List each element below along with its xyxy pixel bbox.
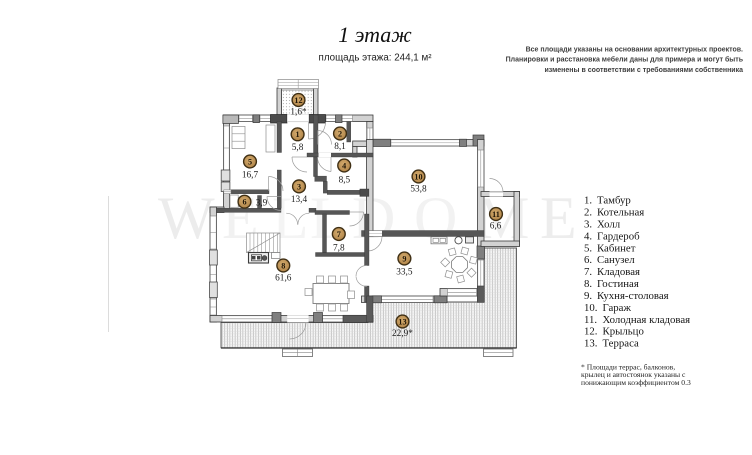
svg-text:10: 10: [414, 172, 422, 181]
svg-text:* Площади террас, балконов,: * Площади террас, балконов,: [581, 362, 675, 371]
svg-text:крылец и автостоянок указаны с: крылец и автостоянок указаны с: [581, 370, 686, 379]
svg-text:D: D: [352, 185, 395, 251]
svg-text:8: 8: [281, 261, 285, 270]
svg-text:W: W: [158, 185, 215, 251]
svg-text:понижающим коэффициентом 0.3: понижающим коэффициентом 0.3: [581, 378, 691, 387]
svg-text:13,4: 13,4: [291, 195, 308, 205]
svg-text:6.: 6.: [584, 254, 592, 266]
svg-text:4: 4: [342, 161, 346, 170]
svg-text:7.: 7.: [584, 266, 592, 278]
svg-text:2: 2: [338, 129, 342, 138]
svg-text:Терраса: Терраса: [603, 338, 639, 350]
svg-text:Гараж: Гараж: [603, 302, 632, 314]
svg-text:12.: 12.: [584, 326, 598, 338]
svg-text:5,8: 5,8: [292, 143, 304, 153]
svg-text:3,9: 3,9: [256, 198, 268, 208]
svg-text:9: 9: [402, 254, 406, 263]
svg-text:5: 5: [248, 157, 252, 166]
svg-text:3.: 3.: [584, 218, 592, 230]
svg-text:4.: 4.: [584, 230, 592, 242]
svg-text:5.: 5.: [584, 242, 592, 254]
svg-text:L: L: [310, 185, 347, 251]
svg-text:3: 3: [297, 182, 301, 191]
svg-text:Крыльцо: Крыльцо: [603, 326, 644, 338]
svg-text:13: 13: [398, 317, 406, 326]
svg-text:1 этаж: 1 этаж: [338, 22, 412, 47]
svg-text:12: 12: [294, 96, 302, 105]
svg-text:Планировки и расстановка мебел: Планировки и расстановка мебели даны для…: [506, 56, 744, 64]
svg-text:22,9*: 22,9*: [392, 329, 413, 339]
svg-text:Санузел: Санузел: [597, 254, 635, 266]
svg-text:10.: 10.: [584, 302, 598, 314]
svg-text:2.: 2.: [584, 207, 592, 219]
svg-text:Кладовая: Кладовая: [597, 266, 640, 278]
svg-text:Холл: Холл: [597, 218, 621, 230]
svg-text:1,6*: 1,6*: [290, 107, 307, 117]
svg-text:7,8: 7,8: [333, 243, 345, 253]
svg-text:Тамбур: Тамбур: [597, 195, 631, 207]
svg-text:E: E: [540, 185, 577, 251]
svg-text:16,7: 16,7: [242, 170, 259, 180]
svg-text:9.: 9.: [584, 290, 592, 302]
svg-text:11: 11: [492, 210, 500, 219]
svg-text:7: 7: [337, 230, 341, 239]
svg-text:53,8: 53,8: [410, 185, 427, 195]
svg-text:Кухня-столовая: Кухня-столовая: [597, 290, 669, 302]
svg-text:6,6: 6,6: [490, 221, 502, 231]
svg-text:6: 6: [242, 198, 246, 207]
svg-text:13.: 13.: [584, 338, 598, 350]
svg-text:Гардероб: Гардероб: [597, 230, 640, 242]
svg-text:Котельная: Котельная: [597, 207, 644, 219]
svg-text:1: 1: [296, 130, 300, 139]
svg-text:61,6: 61,6: [275, 273, 292, 283]
svg-text:изменены в соответствии с треб: изменены в соответствии с требованиями с…: [545, 66, 744, 74]
svg-text:Гостиная: Гостиная: [597, 278, 639, 290]
svg-text:Все площади указаны на основан: Все площади указаны на основании архитек…: [526, 47, 743, 54]
svg-text:Холодная кладовая: Холодная кладовая: [603, 314, 691, 326]
svg-text:8,5: 8,5: [339, 175, 351, 185]
svg-text:площадь этажа: 244,1 м²: площадь этажа: 244,1 м²: [319, 53, 433, 64]
svg-text:33,5: 33,5: [396, 267, 413, 277]
svg-text:11.: 11.: [584, 314, 597, 326]
svg-text:8,1: 8,1: [334, 142, 346, 152]
svg-text:8.: 8.: [584, 278, 592, 290]
svg-text:Кабинет: Кабинет: [597, 242, 636, 254]
svg-text:1.: 1.: [584, 195, 592, 207]
